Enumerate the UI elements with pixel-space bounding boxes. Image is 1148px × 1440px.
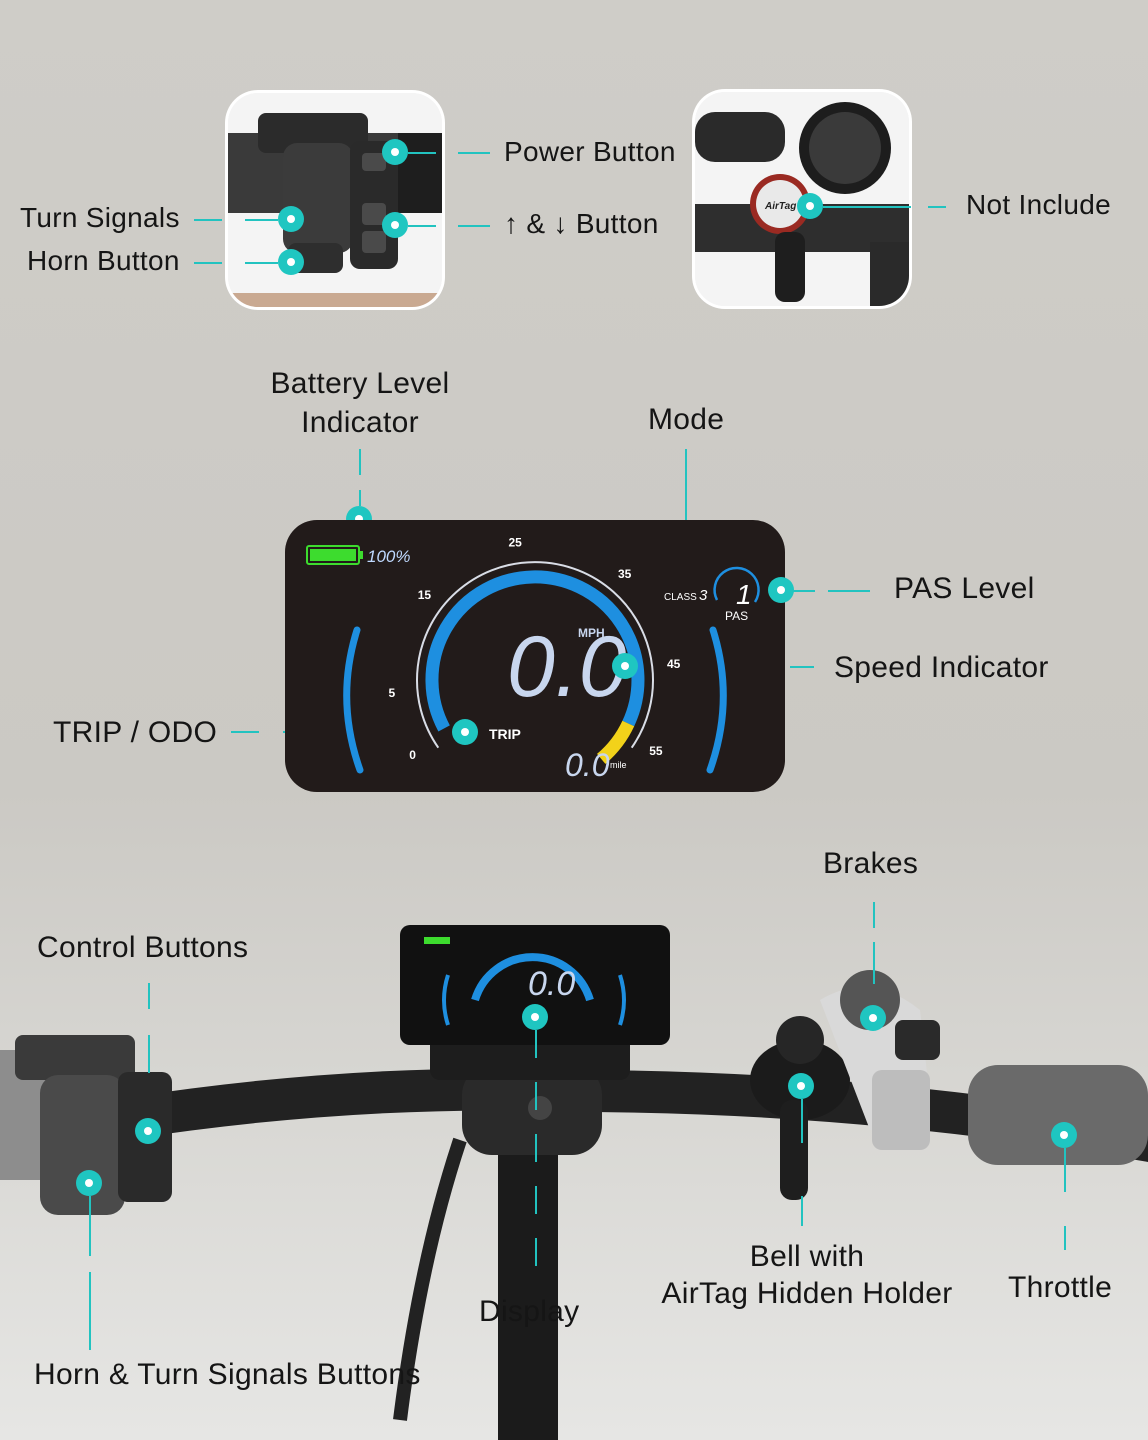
trip-unit: mile xyxy=(610,760,627,770)
trip-label: TRIP xyxy=(489,726,521,742)
right-side-arc xyxy=(706,626,727,774)
battery-icon xyxy=(306,545,363,565)
horn-button-dot xyxy=(278,249,304,275)
bell-label: Bell with AirTag Hidden Holder xyxy=(661,1240,953,1310)
horn-turn-label: Horn & Turn Signals Buttons xyxy=(34,1358,421,1391)
speed-unit: MPH xyxy=(578,626,605,640)
pas-level-label: PAS Level xyxy=(894,572,1035,605)
bell-dot xyxy=(788,1073,814,1099)
gauge-tick-0: 0 xyxy=(409,748,416,762)
class-value: 3 xyxy=(699,587,708,604)
power-button-label: Power Button xyxy=(504,136,676,167)
control-buttons-label: Control Buttons xyxy=(37,931,249,964)
control-buttons-illustration xyxy=(228,93,442,307)
gauge-tick-55: 55 xyxy=(649,744,663,758)
gauge-tick-25: 25 xyxy=(509,535,523,549)
throttle-dot xyxy=(1051,1122,1077,1148)
turn-signals-dot xyxy=(278,206,304,232)
horn-turn-dot xyxy=(76,1170,102,1196)
gauge-tick-45: 45 xyxy=(667,657,681,671)
throttle-label: Throttle xyxy=(1008,1271,1113,1304)
pas-level-dot xyxy=(768,577,794,603)
turn-signals-label: Turn Signals xyxy=(20,202,180,233)
gauge-outer-ring xyxy=(416,561,654,749)
display-dot xyxy=(522,1004,548,1030)
left-side-arc xyxy=(343,626,364,774)
up-down-button-label: ↑ & ↓ Button xyxy=(504,208,659,239)
airtag-text: AirTag xyxy=(764,201,796,212)
control-buttons-dot xyxy=(135,1118,161,1144)
control-buttons-photo xyxy=(228,93,442,307)
trip-value: 0.0 xyxy=(565,747,610,783)
pas-value: 1 xyxy=(736,579,752,610)
trip-odo-dot xyxy=(452,719,478,745)
speed-indicator-dot xyxy=(612,653,638,679)
gauge-tick-5: 5 xyxy=(389,686,396,700)
display-label: Display xyxy=(479,1295,580,1328)
speed-readout: 0.0 xyxy=(507,619,627,715)
gauge-yellow-band xyxy=(596,720,635,764)
brakes-dot xyxy=(860,1005,886,1031)
svg-text:0.0: 0.0 xyxy=(528,965,575,1003)
pas-ring xyxy=(713,566,760,603)
gauge-tick-15: 15 xyxy=(418,588,432,602)
not-include-label: Not Include xyxy=(966,189,1111,220)
up-down-button-dot xyxy=(382,212,408,238)
speed-indicator-label: Speed Indicator xyxy=(834,651,1049,684)
mode-label: Mode xyxy=(648,403,725,436)
horn-button-label: Horn Button xyxy=(27,245,180,276)
battery-level-label: Battery Level Indicator xyxy=(270,367,450,439)
gauge-tick-35: 35 xyxy=(618,567,632,581)
airtag-dot xyxy=(797,193,823,219)
trip-odo-label: TRIP / ODO xyxy=(53,716,218,749)
power-button-dot xyxy=(382,139,408,165)
battery-percent: 100% xyxy=(367,547,410,566)
pas-label: PAS xyxy=(725,609,748,623)
brakes-label: Brakes xyxy=(823,847,919,880)
class-label: CLASS xyxy=(664,592,697,603)
